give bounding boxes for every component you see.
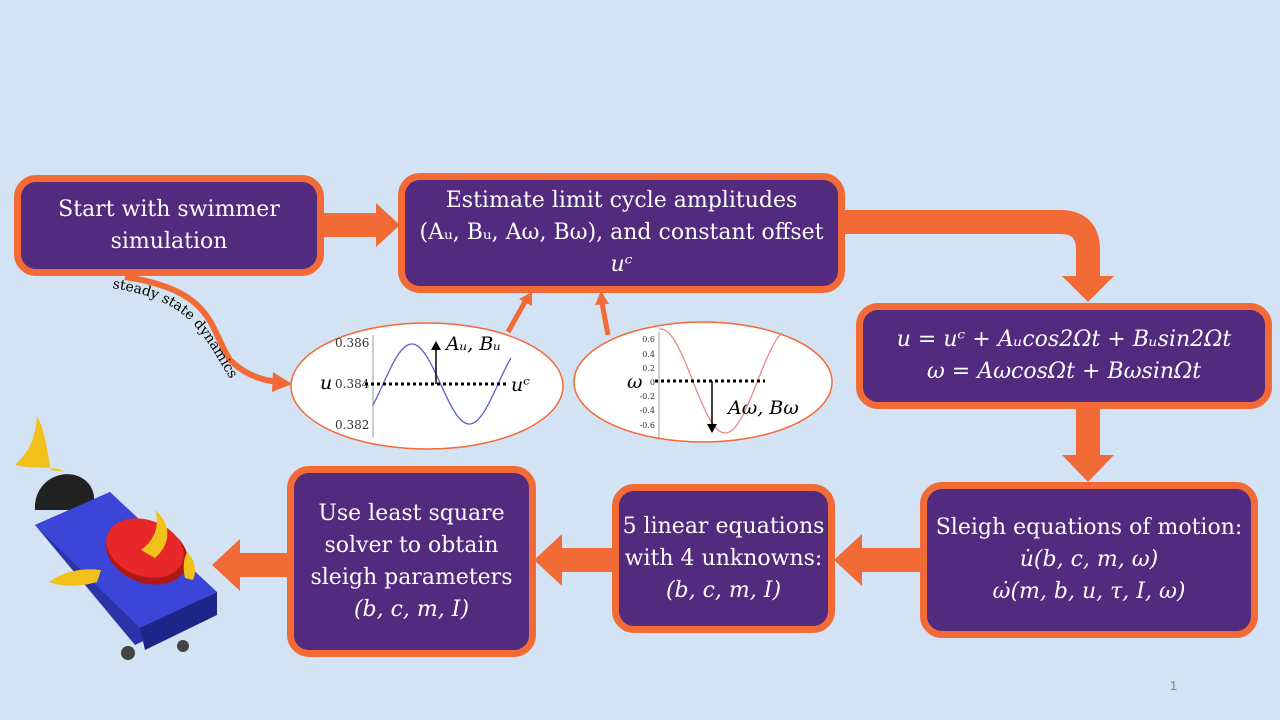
box-least-square-solver: Use least square solver to obtain sleigh… [287, 466, 536, 657]
box-solver-line-3: sleigh parameters [310, 564, 513, 590]
arrow-plot-w-to-estimate-head [595, 291, 609, 305]
arrow-plot-u-to-estimate [505, 298, 529, 334]
robot-left-fin [49, 569, 101, 586]
plot-u-tick-1: 0.384 [335, 377, 370, 391]
box-estimate-amplitudes: Estimate limit cycle amplitudes (Aᵤ, Bᵤ,… [398, 173, 845, 293]
box-solver-line-1: Use least square [318, 500, 505, 526]
box-equations-line-1: u = uᶜ + Aᵤcos2Ωt + Bᵤsin2Ωt [896, 327, 1232, 352]
plot-u-offset-label: uᶜ [511, 374, 530, 396]
box-linear-line-2: with 4 unknowns: [624, 545, 823, 571]
plot-w-tick-6: -0.6 [640, 421, 655, 430]
arrow-start-to-estimate-shaft [322, 213, 380, 237]
arrow-linear-to-solver-shaft [562, 548, 614, 572]
plot-w-tick-1: 0.4 [642, 350, 655, 359]
plot-w-amp-label: Aω, Bω [726, 397, 799, 419]
arrow-equations-to-sleigh-shaft [1076, 407, 1100, 455]
robot-top-fin [15, 416, 65, 472]
curved-arrow-steady-state [124, 274, 281, 385]
robot-right-fin [183, 552, 195, 580]
arrow-linear-to-solver-head [534, 534, 562, 586]
robot-wheel-2 [177, 640, 189, 652]
arrow-solver-to-robot-head [212, 539, 240, 591]
box-limit-cycle-equations: u = uᶜ + Aᵤcos2Ωt + Bᵤsin2Ωt ω = AωcosΩt… [856, 303, 1272, 409]
arrow-sleigh-to-linear-shaft [862, 548, 922, 572]
box-linear-line-3: (b, c, m, I) [665, 577, 782, 603]
plot-u-ellipse [290, 322, 564, 450]
swimmer-robot-illustration [15, 416, 217, 660]
box-start-line-1: Start with swimmer [58, 196, 280, 222]
plot-w-tick-2: 0.2 [642, 364, 655, 373]
arrow-estimate-to-equations [843, 210, 1100, 278]
slide-number: 1 [1170, 678, 1178, 693]
plot-u-var-label: u [320, 372, 332, 394]
arrow-equations-to-sleigh-head [1062, 455, 1114, 482]
robot-body-front [140, 592, 217, 650]
robot-wheel-1 [121, 646, 135, 660]
box-start-line-2: simulation [110, 228, 228, 254]
arrow-solver-to-robot-shaft [238, 553, 292, 577]
plot-w-tick-4: -0.2 [640, 392, 655, 401]
arrow-plot-u-to-estimate-head [519, 292, 532, 306]
plot-w-tick-0: 0.6 [642, 335, 655, 344]
box-solver-line-4: (b, c, m, I) [353, 596, 470, 622]
plot-u-amp-arrowhead [431, 341, 441, 350]
box-estimate-line-1: Estimate limit cycle amplitudes [445, 188, 798, 213]
plot-w: 0.6 0.4 0.2 0 -0.2 -0.4 -0.6 ω Aω, Bω [573, 321, 833, 443]
robot-black-disc [34, 474, 95, 510]
box-estimate-line-2: (Aᵤ, Bᵤ, Aω, Bω), and constant offset [419, 220, 824, 245]
box-equations-line-2: ω = AωcosΩt + BωsinΩt [926, 359, 1202, 384]
curved-arrow-steady-state-head [272, 372, 292, 392]
arrow-start-to-estimate-head [376, 203, 400, 247]
plot-u-amp-label: Aᵤ, Bᵤ [444, 333, 501, 355]
plot-u-tick-0: 0.386 [335, 336, 369, 350]
plot-w-tick-3: 0 [650, 378, 655, 387]
box-linear-line-1: 5 linear equations [622, 513, 825, 539]
box-start-simulation: Start with swimmer simulation [14, 175, 324, 276]
plot-w-tick-5: -0.4 [640, 406, 655, 415]
box-sleigh-equations: Sleigh equations of motion: u̇(b, c, m, … [920, 482, 1258, 638]
box-sleigh-line-1: Sleigh equations of motion: [935, 515, 1243, 540]
box-sleigh-line-3: ω̇(m, b, u, τ, I, ω) [992, 579, 1186, 604]
plot-w-line [658, 328, 783, 434]
box-sleigh-line-2: u̇(b, c, m, ω) [1019, 547, 1159, 572]
plot-u-tick-2: 0.382 [335, 418, 369, 432]
arrow-sleigh-to-linear-head [834, 534, 862, 586]
box-linear-equations: 5 linear equations with 4 unknowns: (b, … [612, 484, 835, 633]
arrow-plot-w-to-estimate [599, 302, 611, 336]
box-solver-line-2: solver to obtain [324, 532, 499, 558]
robot-center-fin [141, 510, 168, 558]
plot-w-var-label: ω [627, 371, 643, 393]
plot-u-line [372, 343, 512, 425]
arrow-estimate-to-equations-head [1062, 276, 1114, 302]
plot-u: 0.386 0.384 0.382 u Aᵤ, Bᵤ uᶜ [290, 322, 564, 450]
plot-w-amp-arrowhead [707, 424, 717, 433]
box-estimate-line-3: uᶜ [610, 252, 633, 277]
